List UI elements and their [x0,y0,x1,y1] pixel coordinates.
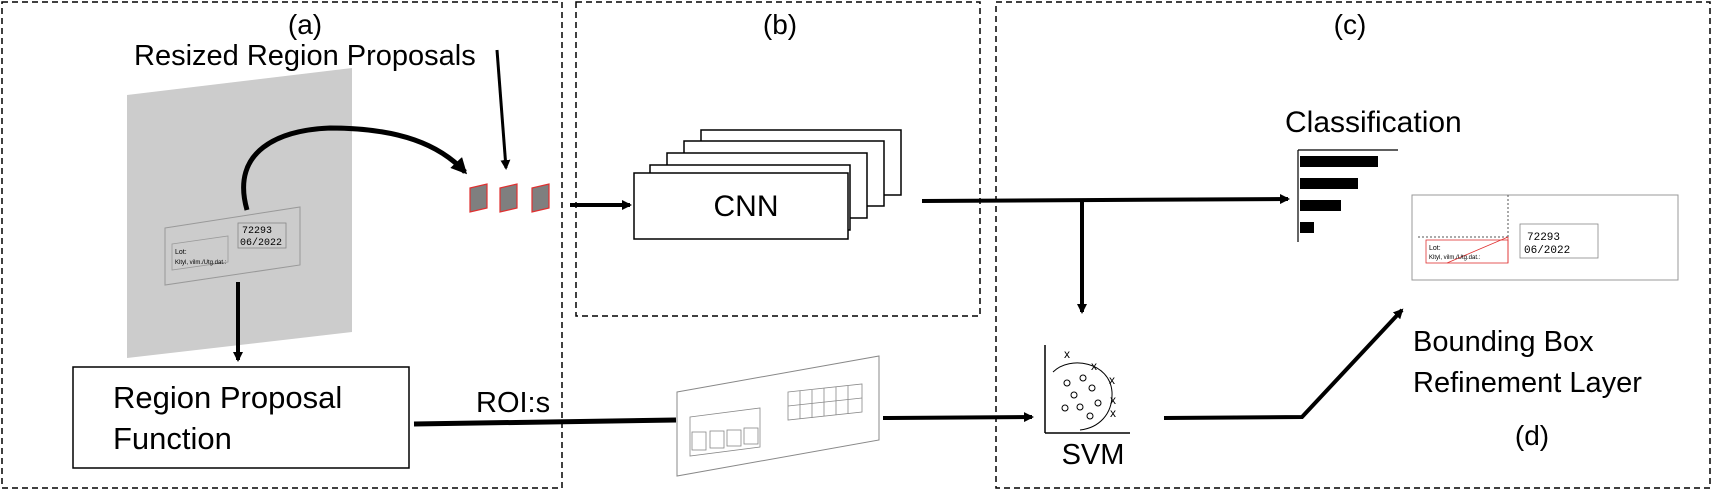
region-proposal-line2: Function [113,421,232,456]
classification-bars [1300,156,1378,233]
svm-label: SVM [1062,439,1125,471]
title-arrow [495,49,511,170]
svg-text:x: x [1091,359,1097,373]
refined-small-text: Kltyl, vilm./Utg.dat.: [1429,255,1481,261]
cnn-to-classification-arrow [921,194,1290,205]
proposal-3 [531,183,550,213]
refined-lot-text: Lot: [1429,245,1441,252]
card-code-line2: 06/2022 [240,237,282,249]
panel-a-border [1,1,563,489]
svg-text:x: x [1110,393,1116,407]
card-small-text: Kltyl, vilm./Utg.dat.: [175,260,227,266]
panel-c-label: (c) [1334,9,1367,40]
region-proposal-function-box [72,366,410,469]
card-lot-text: Lot: [175,249,187,256]
cnn-stack: CNN [633,129,902,240]
proposal-2 [499,183,518,213]
svm-to-bbox-arrow [1163,308,1404,420]
proposal-1 [469,183,488,213]
card-code-line1: 72293 [242,226,272,237]
classification-bar [1300,156,1378,167]
input-image-plane [127,68,352,358]
panel-d-label: (d) [1515,420,1549,451]
svg-text:x: x [1064,347,1070,361]
bbox-refinement-line1: Bounding Box [1413,326,1594,358]
svg-text:x: x [1109,373,1115,387]
refined-code-line2: 06/2022 [1524,245,1570,257]
svm-cross-points: x x x x x [1064,347,1116,420]
classification-bar [1300,222,1314,233]
panel-b-label: (b) [763,9,797,40]
panel-b-border [575,1,981,317]
region-proposal-line1: Region Proposal [113,380,342,415]
rois-label: ROI:s [476,387,550,419]
curved-arrow [241,125,468,211]
cnn-label: CNN [714,190,779,223]
svg-text:x: x [1110,406,1116,420]
svm-circle-points [1061,374,1102,420]
cnn-box [633,172,849,240]
roi-card [676,355,880,477]
panel-a-label: (a) [288,9,322,40]
bbox-refinement-line2: Refinement Layer [1413,367,1642,399]
resized-proposals [469,183,550,213]
classification-bar [1300,200,1341,211]
classification-bar [1300,178,1358,189]
label-card: Lot: Kltyl, vilm./Utg.dat.: 72293 06/202… [164,206,301,286]
rpf-to-roi-line [413,417,677,427]
refined-card: Lot: Kltyl, vilm./Utg.dat.: 72293 06/202… [1411,194,1679,281]
classification-label: Classification [1285,106,1462,139]
refined-code-line1: 72293 [1527,232,1560,244]
svm-plot: x x x x x [1044,345,1130,434]
roi-to-svm-arrow [882,412,1034,423]
resized-region-proposals-label: Resized Region Proposals [134,40,476,72]
